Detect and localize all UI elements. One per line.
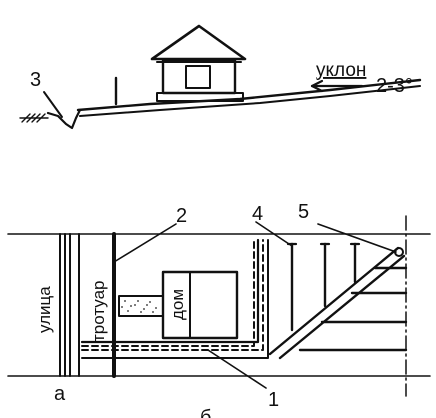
callout-2-leader xyxy=(113,223,177,263)
callout-4-leader xyxy=(255,221,293,247)
drain-channel-outer xyxy=(81,239,269,359)
callout-2: 2 xyxy=(176,205,187,227)
ground-surface-upper xyxy=(76,78,422,112)
section-a-label: а xyxy=(54,383,66,405)
callout-4: 4 xyxy=(252,203,263,225)
callout-1: 1 xyxy=(268,389,279,411)
plan-section xyxy=(7,215,431,397)
street-lines xyxy=(59,233,80,377)
main-pipe-5-a xyxy=(268,246,400,356)
profile-section xyxy=(19,24,422,130)
porch-block xyxy=(118,295,164,317)
callout-1-leader xyxy=(207,349,267,389)
drain-channel-solid xyxy=(80,238,260,344)
porch-texture xyxy=(121,300,157,313)
section-b-label: б xyxy=(200,407,211,418)
ditch xyxy=(46,108,82,130)
house-label: дом xyxy=(168,289,187,320)
ground-hatching xyxy=(19,113,49,123)
house-window xyxy=(185,65,211,89)
lateral-drains xyxy=(298,266,408,352)
drain-channel-dashed xyxy=(81,239,264,351)
callout-3-leader xyxy=(43,91,63,118)
slope-label: уклон xyxy=(316,60,366,81)
drain-channel-dashed-2 xyxy=(81,239,255,347)
main-pipe-5-b xyxy=(278,254,406,360)
ground-surface-lower xyxy=(79,85,421,117)
callout-5: 5 xyxy=(298,201,309,223)
callout-3: 3 xyxy=(30,69,41,91)
street-label: улица xyxy=(35,286,54,333)
house-roof xyxy=(150,24,247,61)
slope-arrowhead xyxy=(310,79,324,93)
slope-value: 2-3° xyxy=(376,75,413,97)
branch-drains xyxy=(323,242,357,308)
callout-5-leader xyxy=(317,223,397,253)
sidewalk-label: тротуар xyxy=(89,280,108,342)
